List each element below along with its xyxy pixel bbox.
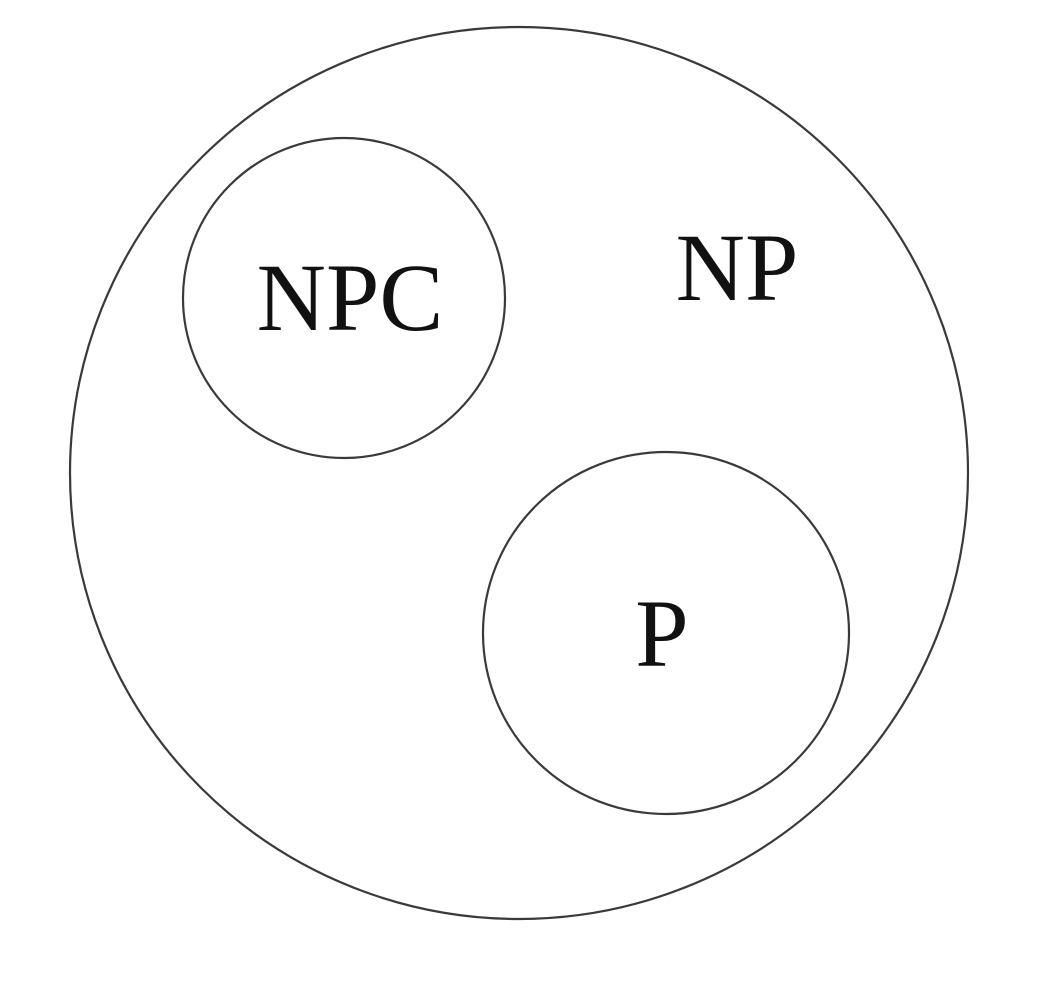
np-set-circle: [68, 25, 970, 921]
npc-set-label: NPC: [257, 244, 444, 351]
np-set-label: NP: [676, 214, 799, 321]
p-set-label: P: [635, 580, 688, 687]
npc-set-circle: [181, 136, 507, 460]
p-set-circle: [481, 450, 851, 816]
